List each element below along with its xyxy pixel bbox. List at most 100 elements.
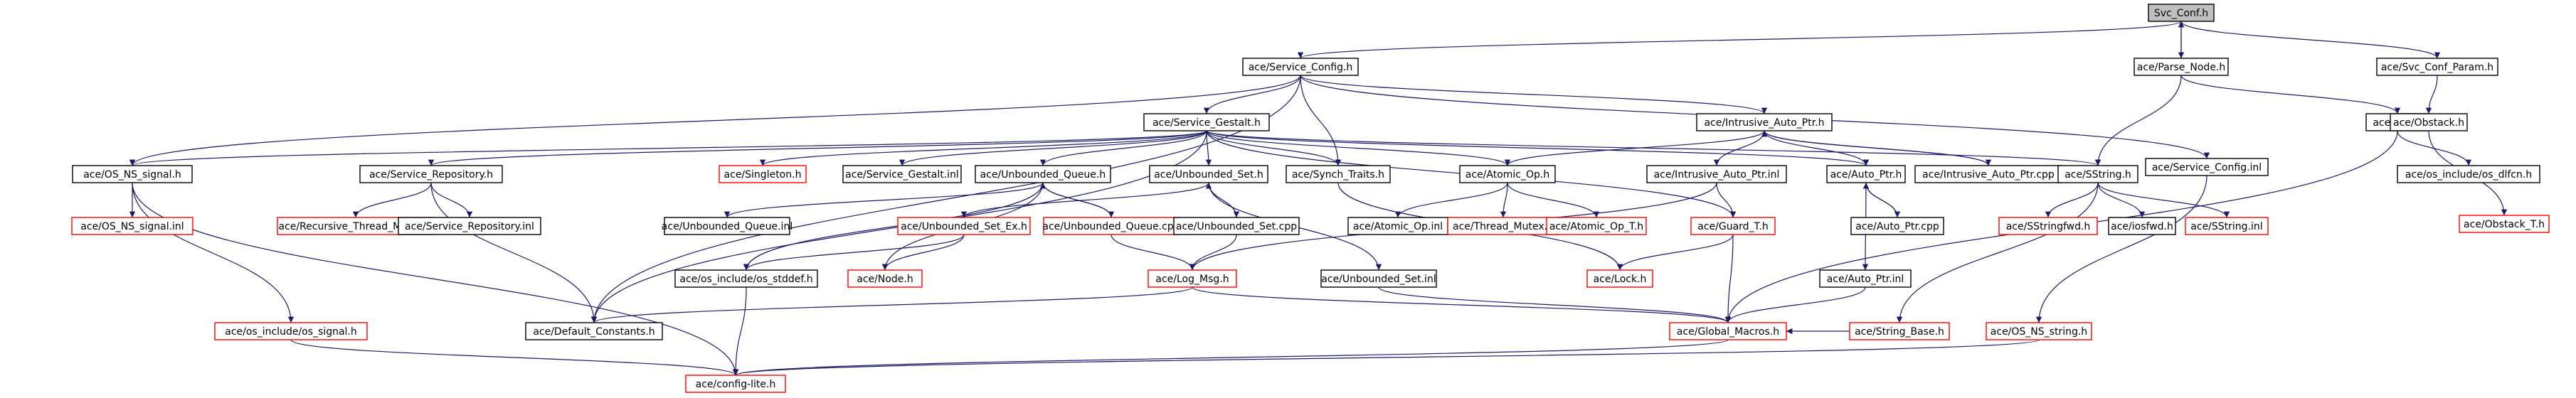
- node-os-ns-signal-h[interactable]: ace/OS_NS_signal.h: [72, 165, 193, 183]
- edge-service_repository_h-to-service_repository_inl: [430, 182, 473, 218]
- node-sstring-inl[interactable]: ace/SString.inl: [2185, 217, 2269, 235]
- node-service-repository-inl[interactable]: ace/Service_Repository.inl: [398, 217, 541, 235]
- node-config-lite-h[interactable]: ace/config-lite.h: [685, 375, 786, 393]
- node-log-msg-h[interactable]: ace/Log_Msg.h: [1147, 269, 1237, 288]
- node-label: ace/Singleton.h: [724, 169, 802, 181]
- node-service-gestalt-h[interactable]: ace/Service_Gestalt.h: [1143, 113, 1270, 131]
- node-box: [2376, 58, 2498, 76]
- node-box: [398, 217, 541, 235]
- edge-unbounded_set_inl-to-global_macros_h: [1378, 286, 1732, 323]
- node-box: [847, 269, 923, 288]
- node-synch-traits-h[interactable]: ace/Synch_Traits.h: [1286, 165, 1391, 183]
- node-box: [975, 165, 1111, 183]
- edge-sstring_h-to-sstring_inl: [2097, 182, 2230, 218]
- node-atomic-op-inl[interactable]: ace/Atomic_Op.inl: [1347, 217, 1448, 235]
- node-box: [72, 165, 193, 183]
- edge-unbounded_queue_cpp-to-unbounded_queue_h: [1039, 182, 1112, 218]
- node-sstringfwd-h[interactable]: ace/SStringfwd.h: [1998, 217, 2098, 235]
- node-label: ace/OS_NS_string.h: [1991, 326, 2087, 338]
- node-label: ace/Service_Gestalt.h: [1152, 117, 1261, 129]
- edge-sstring_h-to-iosfwd_h: [2097, 182, 2146, 218]
- node-lock-h[interactable]: ace/Lock.h: [1586, 269, 1653, 288]
- node-box: [2397, 165, 2540, 183]
- node-os-include-os-stddef-h[interactable]: ace/os_include/os_stddef.h: [674, 269, 818, 288]
- node-box: [1173, 217, 1300, 235]
- node-box: [842, 165, 962, 183]
- node-label: ace/Default_Constants.h: [533, 326, 654, 338]
- node-box: [1347, 217, 1448, 235]
- node-auto-ptr-cpp[interactable]: ace/Auto_Ptr.cpp: [1850, 217, 1944, 235]
- node-unbounded-set-cpp[interactable]: ace/Unbounded_Set.cpp: [1173, 217, 1300, 235]
- node-svc-conf-param-h[interactable]: ace/Svc_Conf_Param.h: [2376, 58, 2498, 76]
- node-label: ace/Intrusive_Auto_Ptr.inl: [1654, 169, 1780, 181]
- edge-service_config_inl-to-os_ns_string_h: [2035, 175, 2207, 323]
- node-service-config-h[interactable]: ace/Service_Config.h: [1242, 58, 1359, 76]
- node-label: ace/SStringfwd.h: [2006, 221, 2091, 232]
- node-service-repository-h[interactable]: ace/Service_Repository.h: [359, 165, 503, 183]
- node-auto-ptr-inl[interactable]: ace/Auto_Ptr.inl: [1819, 269, 1912, 288]
- edge-service_gestalt_h-to-sstring_h: [1206, 130, 2101, 166]
- node-unbounded-set-inl[interactable]: ace/Unbounded_Set.inl: [1320, 269, 1437, 288]
- node-atomic-op-h[interactable]: ace/Atomic_Op.h: [1459, 165, 1556, 183]
- node-unbounded-set-ex-h[interactable]: ace/Unbounded_Set_Ex.h: [897, 217, 1031, 235]
- node-os-include-os-signal-h[interactable]: ace/os_include/os_signal.h: [214, 322, 368, 340]
- node-unbounded-set-h[interactable]: ace/Unbounded_Set.h: [1149, 165, 1268, 183]
- node-iosfwd-h[interactable]: ace/iosfwd.h: [2108, 217, 2176, 235]
- edge-service_gestalt_h-to-unbounded_set_h: [1205, 130, 1212, 166]
- node-intrusive-auto-ptr-cpp[interactable]: ace/Intrusive_Auto_Ptr.cpp: [1914, 165, 2062, 183]
- node-string-base-h[interactable]: ace/String_Base.h: [1849, 322, 1950, 340]
- node-thread-mutex-h[interactable]: ace/Thread_Mutex.h: [1447, 217, 1559, 235]
- node-box: [214, 322, 368, 340]
- node-label: ace/Unbounded_Set.inl: [1321, 274, 1436, 285]
- node-box: [1147, 269, 1237, 288]
- edge-atomic_op_h-to-thread_mutex_h: [1500, 182, 1508, 218]
- edge-unbounded_set_cpp-to-unbounded_set_h: [1205, 182, 1237, 218]
- node-os-ns-string-h[interactable]: ace/OS_NS_string.h: [1986, 322, 2092, 340]
- node-box: [1819, 269, 1912, 288]
- node-parse-node-h[interactable]: ace/Parse_Node.h: [2134, 58, 2229, 76]
- node-label: ace/Atomic_Op_T.h: [1549, 221, 1643, 232]
- edge-svc_conf_h-to-svc_conf_param_h: [2180, 21, 2441, 59]
- edge-service_config_h-to-synch_traits_h: [1300, 75, 1342, 166]
- node-default-constants-h[interactable]: ace/Default_Constants.h: [525, 322, 663, 340]
- node-obstack-h[interactable]: ace/Obstack.h: [2390, 113, 2468, 131]
- node-service-config-inl[interactable]: ace/Service_Config.inl: [2145, 158, 2269, 176]
- edge-os_ns_string_h-to-config_lite_h: [733, 339, 2040, 376]
- node-auto-ptr-h[interactable]: ace/Auto_Ptr.h: [1826, 165, 1906, 183]
- node-os-include-os-dlfcn-h[interactable]: ace/os_include/os_dlfcn.h: [2397, 165, 2540, 183]
- node-label: ace/Atomic_Op.inl: [1353, 221, 1443, 232]
- edge-service_repository_h-to-recursive_thread_mutex_h: [352, 182, 432, 218]
- node-intrusive-auto-ptr-inl[interactable]: ace/Intrusive_Auto_Ptr.inl: [1646, 165, 1787, 183]
- node-unbounded-queue-inl[interactable]: ace/Unbounded_Queue.inl: [662, 217, 793, 235]
- node-guard-t-h[interactable]: ace/Guard_T.h: [1690, 217, 1776, 235]
- node-atomic-op-t-h[interactable]: ace/Atomic_Op_T.h: [1546, 217, 1647, 235]
- node-box: [897, 217, 1031, 235]
- node-os-ns-signal-inl[interactable]: ace/OS_NS_signal.inl: [71, 217, 194, 235]
- edge-intrusive_auto_ptr_h-to-atomic_op_h: [1504, 130, 1765, 166]
- node-label: ace/Service_Gestalt.inl: [845, 169, 959, 181]
- edge-os_include_os_stddef_h-to-config_lite_h: [732, 286, 747, 376]
- edge-unbounded_set_ex_h-to-os_include_os_stddef_h: [743, 234, 965, 271]
- node-singleton-h[interactable]: ace/Singleton.h: [719, 165, 807, 183]
- node-label: ace/Recursive_Thread_Mutex.h: [278, 221, 433, 232]
- node-unbounded-queue-h[interactable]: ace/Unbounded_Queue.h: [975, 165, 1111, 183]
- node-sstring-h[interactable]: ace/SString.h: [2057, 165, 2138, 183]
- node-label: ace/Service_Config.inl: [2152, 162, 2262, 173]
- node-svc-conf-h[interactable]: Svc_Conf.h: [2148, 4, 2215, 22]
- node-obstack-t-h[interactable]: ace/Obstack_T.h: [2459, 215, 2550, 233]
- edge-service_gestalt_h-to-atomic_op_h: [1206, 130, 1511, 166]
- node-node-h[interactable]: ace/Node.h: [847, 269, 923, 288]
- node-label: ace/Lock.h: [1594, 274, 1647, 285]
- edge-unbounded_set_cpp-to-log_msg_h: [1189, 234, 1237, 271]
- edge-layer: [129, 21, 2508, 376]
- node-unbounded-queue-cpp[interactable]: ace/Unbounded_Queue.cpp: [1042, 217, 1180, 235]
- edge-os_ns_signal_h-to-config_lite_h: [132, 182, 739, 376]
- node-global-macros-h[interactable]: ace/Global_Macros.h: [1669, 322, 1787, 340]
- node-label: ace/SString.inl: [2190, 221, 2262, 232]
- node-intrusive-auto-ptr-h[interactable]: ace/Intrusive_Auto_Ptr.h: [1696, 113, 1833, 131]
- node-label: ace/Auto_Ptr.h: [1830, 169, 1902, 181]
- node-label: ace/Unbounded_Queue.h: [980, 169, 1106, 181]
- node-service-gestalt-inl[interactable]: ace/Service_Gestalt.inl: [842, 165, 962, 183]
- node-label: ace/Service_Repository.h: [369, 169, 493, 181]
